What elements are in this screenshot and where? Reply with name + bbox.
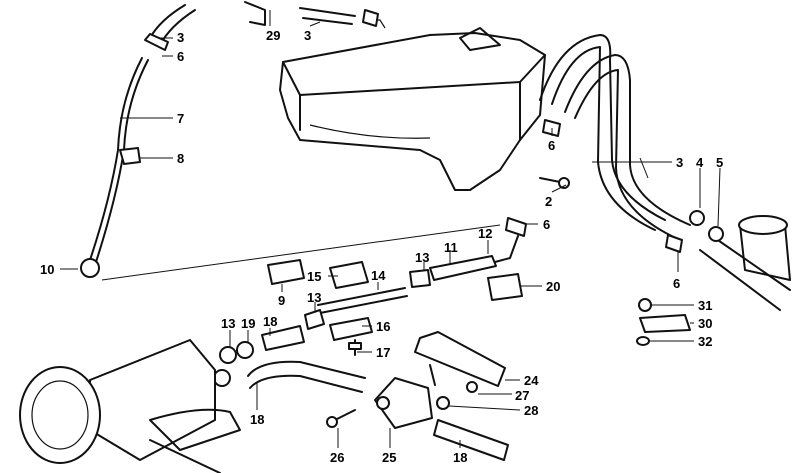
- callout-31: 31: [698, 298, 712, 313]
- clip-part-15: [329, 261, 369, 289]
- hose-part-18: [433, 419, 509, 461]
- callout-16: 16: [376, 319, 390, 334]
- callout-26: 26: [330, 450, 344, 465]
- clip-part-9: [267, 259, 305, 285]
- callout-29: 29: [266, 28, 280, 43]
- callout-18: 18: [453, 450, 467, 465]
- callout-24: 24: [524, 373, 539, 388]
- fuel-tank: [279, 19, 546, 191]
- fuel-line-center: [304, 217, 527, 330]
- clip-part-8: [119, 147, 141, 165]
- vent-hose-top: [144, 1, 379, 51]
- callout-6: 6: [177, 49, 184, 64]
- callout-27: 27: [515, 388, 529, 403]
- callout-9: 9: [278, 293, 285, 308]
- callout-6: 6: [548, 138, 555, 153]
- callout-5: 5: [716, 155, 723, 170]
- clip-part-20: [487, 273, 523, 301]
- bolt-part-2: [539, 177, 570, 189]
- bolt-part-17: [348, 339, 362, 356]
- callout-7: 7: [177, 111, 184, 126]
- callout-20: 20: [546, 279, 560, 294]
- callout-32: 32: [698, 334, 712, 349]
- callout-18: 18: [250, 412, 264, 427]
- callout-19: 19: [241, 316, 255, 331]
- charcoal-canister: [19, 339, 241, 473]
- callout-15: 15: [307, 269, 321, 284]
- callout-6: 6: [543, 217, 550, 232]
- nut-part-28: [436, 396, 450, 410]
- screw-part-26: [326, 409, 356, 428]
- callout-labels: 29 3 3 6 7 8 10 6 2 6 3 4 5 6 12 11 13 1…: [40, 28, 723, 465]
- callout-3: 3: [304, 28, 311, 43]
- lower-hoses: [213, 325, 366, 393]
- callout-11: 11: [444, 240, 458, 255]
- callout-28: 28: [524, 403, 538, 418]
- callout-4: 4: [696, 155, 704, 170]
- callout-13: 13: [307, 290, 321, 305]
- callout-6: 6: [673, 276, 680, 291]
- washer-part-27: [466, 381, 478, 393]
- bracket-part-30: [639, 314, 691, 333]
- callout-25: 25: [382, 450, 396, 465]
- vent-valve: [374, 331, 506, 429]
- callout-14: 14: [371, 268, 386, 283]
- bracket-part-16: [329, 317, 373, 341]
- callout-13: 13: [221, 316, 235, 331]
- callout-10: 10: [40, 262, 54, 277]
- filler-pipes: [539, 34, 791, 311]
- callout-30: 30: [698, 316, 712, 331]
- callout-18: 18: [263, 314, 277, 329]
- washer-part-32: [636, 336, 650, 346]
- callout-3: 3: [177, 30, 184, 45]
- callout-17: 17: [376, 345, 390, 360]
- callout-12: 12: [478, 226, 492, 241]
- bolt-part-31: [638, 298, 652, 312]
- callout-3: 3: [676, 155, 683, 170]
- callout-8: 8: [177, 151, 184, 166]
- callout-13: 13: [415, 250, 429, 265]
- callout-2: 2: [545, 194, 552, 209]
- leader-lines: [60, 10, 721, 448]
